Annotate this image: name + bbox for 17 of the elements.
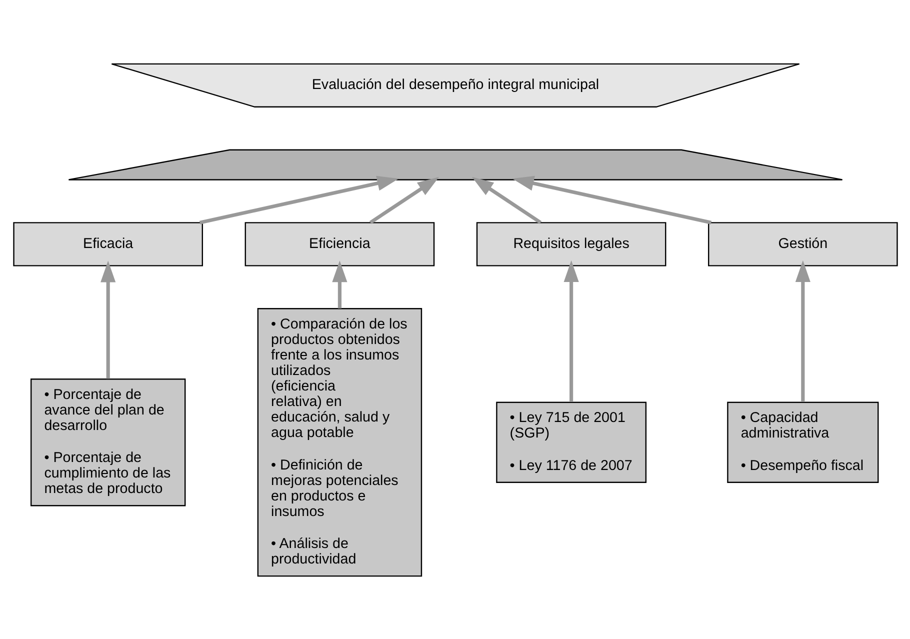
node-box: Eficacia xyxy=(12,222,202,266)
node-box: • Ley 715 de 2001 (SGP) • Ley 1176 de 2007 xyxy=(496,401,646,482)
node-box: Eficiencia xyxy=(244,222,434,266)
arrow xyxy=(512,175,712,224)
arrow xyxy=(198,175,398,224)
node-box: Gestión xyxy=(708,222,898,266)
node-box: Requisitos legales xyxy=(476,222,666,266)
arrow xyxy=(794,260,810,402)
arrow xyxy=(368,176,439,224)
node-box: • Capacidad administrativa • Desempeño fiscal xyxy=(726,401,878,482)
arrow xyxy=(471,176,542,224)
arrow xyxy=(563,260,578,402)
node-box: • Comparación de los productos obtenidos frente a los insumos utilizados (eficiencia relativa) en educación, salud y agua potable • Definición de mejoras potenciales en productos e insumos • Análisis de productividad xyxy=(256,308,422,576)
node-box: • Porcentaje de avance del plan de desarrollo • Porcentaje de cumplimiento de las metas de producto xyxy=(30,378,186,506)
arrow xyxy=(332,260,347,308)
node-bar xyxy=(68,148,842,180)
arrow xyxy=(100,260,116,378)
